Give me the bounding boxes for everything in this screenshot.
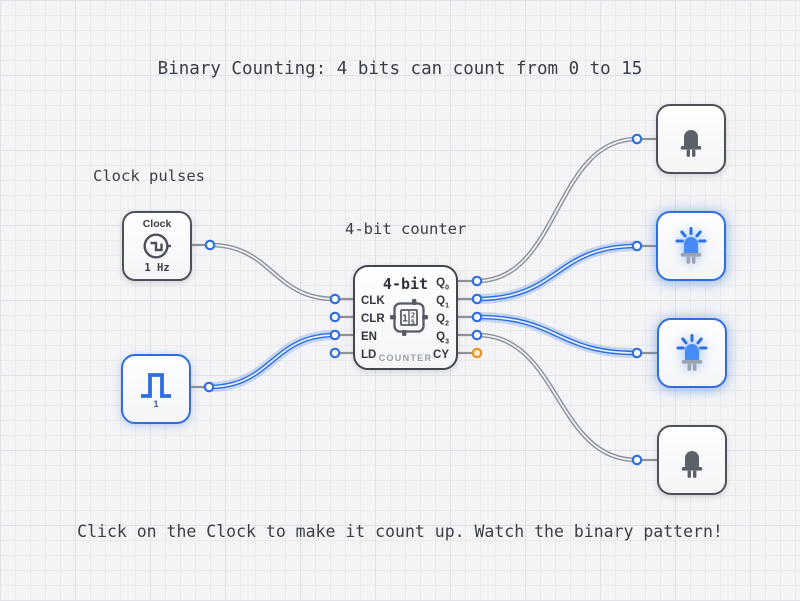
pin-counter-ld[interactable] <box>329 347 341 359</box>
pin-counter-q3[interactable] <box>471 329 483 341</box>
pin-label-q3: Q3 <box>436 331 449 346</box>
led-icon <box>676 334 708 371</box>
counter-chip-icon: 1 2 5 <box>390 299 428 336</box>
counter-component[interactable]: 4-bit CLK CLR EN LD Q0 Q1 Q2 Q3 CY 1 2 5… <box>353 265 458 370</box>
pin-label-clr: CLR <box>361 313 385 325</box>
svg-text:5: 5 <box>411 319 415 327</box>
pin-counter-clk[interactable] <box>329 293 341 305</box>
pin-label-cy: CY <box>433 349 449 361</box>
page-title: Binary Counting: 4 bits can count from 0… <box>157 59 643 79</box>
pin-counter-en[interactable] <box>329 329 341 341</box>
pin-counter-clr[interactable] <box>329 311 341 323</box>
led-2[interactable] <box>657 318 727 388</box>
svg-text:2: 2 <box>411 312 415 320</box>
clock-frequency: 1 Hz <box>144 262 170 274</box>
wire-pulse-to-en[interactable] <box>204 330 340 392</box>
pin-label-en: EN <box>361 331 377 343</box>
clock-icon <box>143 233 171 259</box>
pin-label-q1: Q1 <box>436 295 449 310</box>
pin-label-q0: Q0 <box>436 277 449 292</box>
led-icon <box>675 227 707 264</box>
pulse-button-label: 1 <box>153 399 159 409</box>
pin-counter-q1[interactable] <box>471 293 483 305</box>
pin-led2-input[interactable] <box>631 347 643 359</box>
wire-clock-to-clk[interactable] <box>207 242 338 302</box>
counter-footer: COUNTER <box>378 353 433 363</box>
pin-counter-q0[interactable] <box>471 275 483 287</box>
led-icon <box>681 451 703 478</box>
clock-label: Clock <box>142 218 172 230</box>
svg-text:1: 1 <box>402 314 408 325</box>
counter-caption: 4-bit counter <box>345 220 467 238</box>
counter-title: 4-bit <box>382 275 429 293</box>
led-0[interactable] <box>656 104 726 174</box>
pin-pulse-output[interactable] <box>203 381 215 393</box>
wire-q0-to-led0[interactable] <box>474 136 640 284</box>
wire-q2-to-led2[interactable] <box>472 312 642 358</box>
pin-clock-output[interactable] <box>204 239 216 251</box>
pin-led1-input[interactable] <box>631 240 643 252</box>
pin-led0-input[interactable] <box>631 133 643 145</box>
instruction-text: Click on the Clock to make it count up. … <box>77 522 723 541</box>
led-3[interactable] <box>657 425 727 495</box>
pin-counter-cy[interactable] <box>471 347 483 359</box>
clock-pulses-caption: Clock pulses <box>93 167 205 185</box>
wire-q1-to-led1[interactable] <box>472 241 642 304</box>
led-icon <box>680 130 702 157</box>
pin-label-clk: CLK <box>361 295 385 307</box>
clock-component[interactable]: Clock 1 Hz <box>122 211 192 281</box>
pin-counter-q2[interactable] <box>471 311 483 323</box>
pulse-button-component[interactable]: 1 <box>121 354 191 424</box>
pulse-icon <box>141 373 171 398</box>
led-1[interactable] <box>656 211 726 281</box>
pin-label-q2: Q2 <box>436 313 449 328</box>
pin-label-ld: LD <box>361 349 377 361</box>
pin-stubs <box>191 137 657 462</box>
pin-led3-input[interactable] <box>631 454 643 466</box>
wire-q3-to-led3[interactable] <box>474 332 640 463</box>
